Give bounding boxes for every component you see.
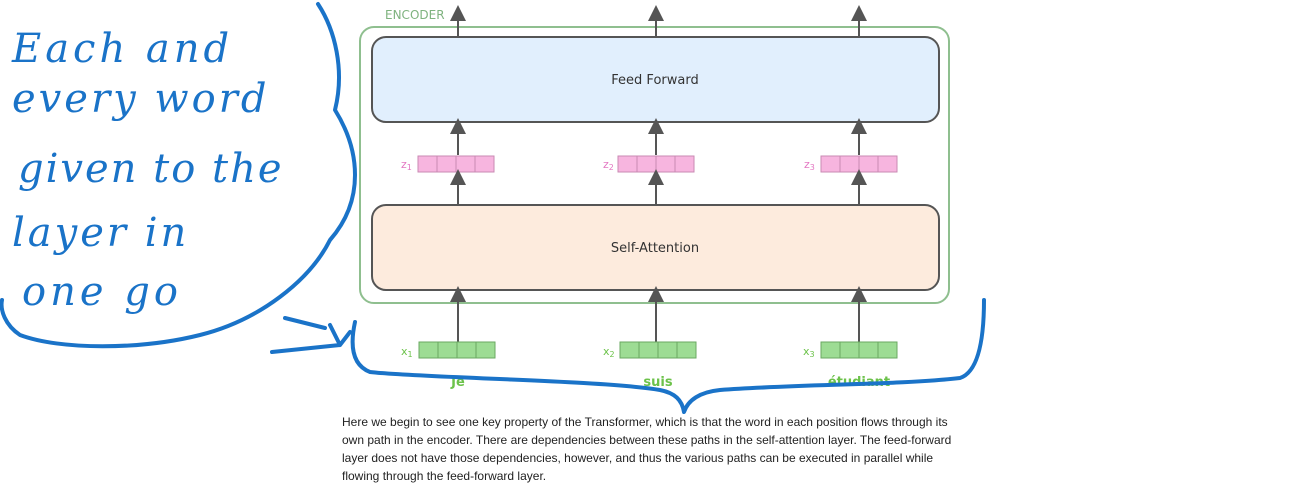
x-vector: [418, 341, 496, 359]
svg-text:one go: one go: [22, 269, 182, 315]
feed-forward-label: Feed Forward: [611, 73, 698, 88]
z-label: z2: [603, 158, 614, 172]
x-vector: [820, 341, 898, 359]
encoder-frame: [359, 26, 950, 304]
x-label: x1: [401, 345, 413, 359]
self-attention-label: Self-Attention: [611, 241, 699, 256]
ink-brace-stroke: [350, 298, 986, 414]
z-vector: [617, 155, 695, 173]
z-label: z3: [804, 158, 815, 172]
caption-line: own path in the encoder. There are depen…: [342, 433, 952, 447]
svg-text:every word: every word: [12, 76, 269, 122]
caption: Here we begin to see one key property of…: [342, 413, 972, 485]
caption-line: Here we begin to see one key property of…: [342, 415, 948, 429]
ink-bracket-stroke: [0, 2, 357, 349]
svg-text:given to the: given to the: [18, 146, 284, 192]
svg-text:layer in: layer in: [12, 210, 189, 256]
svg-text:Each and: Each and: [11, 26, 233, 72]
handwriting-image: Each and every word given to the layer i…: [11, 26, 284, 315]
caption-line: flowing through the feed-forward layer.: [342, 469, 547, 483]
x-label: x3: [803, 345, 815, 359]
caption-line: layer does not have those dependencies, …: [342, 451, 934, 465]
x-vector: [619, 341, 697, 359]
word-label: suis: [643, 375, 672, 390]
handwritten-annotation: [0, 2, 986, 414]
encoder-label: ENCODER: [385, 8, 445, 22]
ink-arrow-stroke: [270, 316, 352, 354]
z-label: z1: [401, 158, 412, 172]
x-label: x2: [603, 345, 615, 359]
z-vector: [820, 155, 898, 173]
z-vector: [417, 155, 495, 173]
